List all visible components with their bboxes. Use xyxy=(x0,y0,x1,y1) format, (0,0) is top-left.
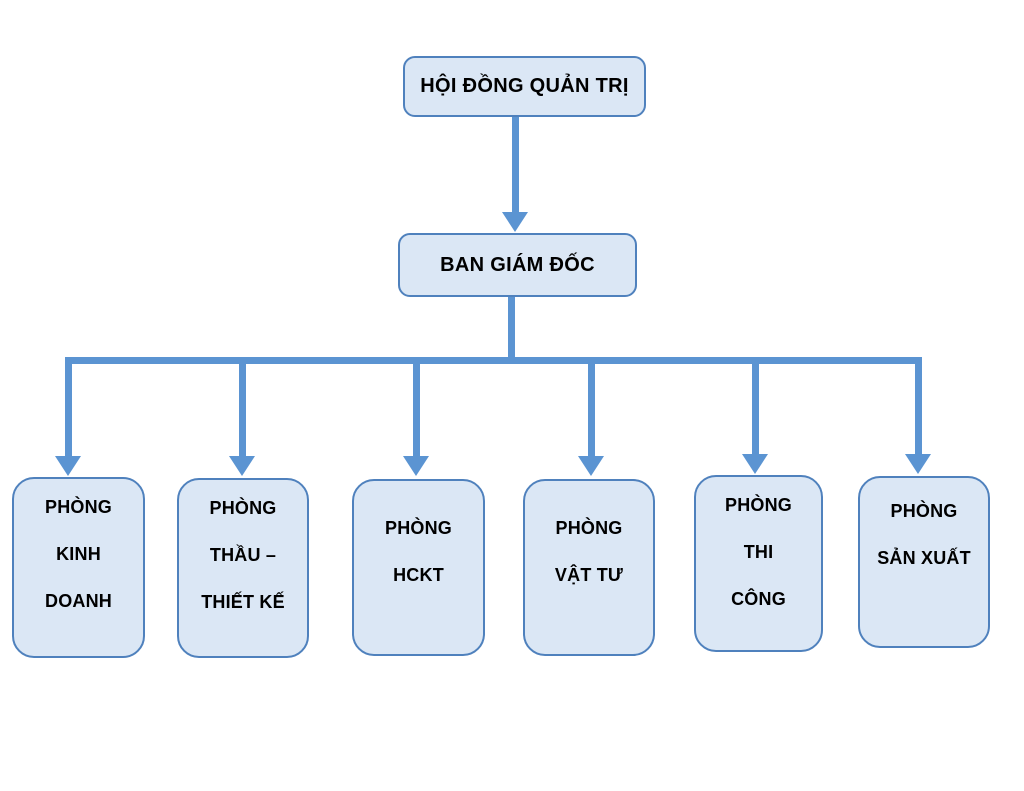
box-hoi-dong-quan-tri: HỘI ĐỒNG QUẢN TRỊ xyxy=(403,56,646,117)
dept-label-line: THIẾT KẾ xyxy=(201,592,285,612)
arrowhead-branch-thau-thiet-ke xyxy=(229,456,255,476)
arrowhead-branch-kinh-doanh xyxy=(55,456,81,476)
connector-branch-kinh-doanh xyxy=(65,357,72,457)
connector-branch-vat-tu xyxy=(588,357,595,457)
dept-label-line: SẢN XUẤT xyxy=(877,548,971,568)
dept-label-line: HCKT xyxy=(393,565,444,585)
dept-label-line: CÔNG xyxy=(731,589,786,609)
connector-branch-san-xuat xyxy=(915,357,922,455)
connector-branch-thau-thiet-ke xyxy=(239,357,246,457)
box-phong-kinh-doanh: PHÒNG KINH DOANH xyxy=(12,477,145,658)
connector-root-to-manager xyxy=(512,117,519,213)
connector-distribution-bar xyxy=(65,357,921,364)
box-ban-giam-doc-label: BAN GIÁM ĐỐC xyxy=(440,253,595,276)
dept-label-line: PHÒNG xyxy=(890,501,958,521)
dept-label-line: VẬT TƯ xyxy=(554,565,624,585)
arrowhead-branch-vat-tu xyxy=(578,456,604,476)
arrowhead-branch-hckt xyxy=(403,456,429,476)
box-hoi-dong-quan-tri-label: HỘI ĐỒNG QUẢN TRỊ xyxy=(420,75,629,97)
box-phong-thau-thiet-ke: PHÒNG THẦU – THIẾT KẾ xyxy=(177,478,309,658)
box-phong-san-xuat: PHÒNG SẢN XUẤT xyxy=(858,476,990,648)
dept-label-line: DOANH xyxy=(45,591,112,611)
arrowhead-root-to-manager xyxy=(502,212,528,232)
connector-branch-hckt xyxy=(413,357,420,457)
dept-label-line: THI xyxy=(743,542,774,562)
dept-label-line: PHÒNG xyxy=(724,495,792,515)
dept-label-line: PHÒNG xyxy=(44,497,112,517)
box-phong-hckt: PHÒNG HCKT xyxy=(352,479,485,656)
box-phong-vat-tu: PHÒNG VẬT TƯ xyxy=(523,479,655,656)
box-phong-thi-cong: PHÒNG THI CÔNG xyxy=(694,475,823,652)
arrowhead-branch-thi-cong xyxy=(742,454,768,474)
box-ban-giam-doc: BAN GIÁM ĐỐC xyxy=(398,233,637,297)
dept-label-line: PHÒNG xyxy=(209,498,277,518)
connector-branch-thi-cong xyxy=(752,357,759,455)
arrowhead-branch-san-xuat xyxy=(905,454,931,474)
dept-label-line: PHÒNG xyxy=(555,518,623,538)
connector-manager-stem xyxy=(508,297,515,361)
dept-label-line: THẦU – xyxy=(209,545,277,565)
dept-label-line: KINH xyxy=(56,544,101,564)
dept-label-line: PHÒNG xyxy=(384,518,452,538)
